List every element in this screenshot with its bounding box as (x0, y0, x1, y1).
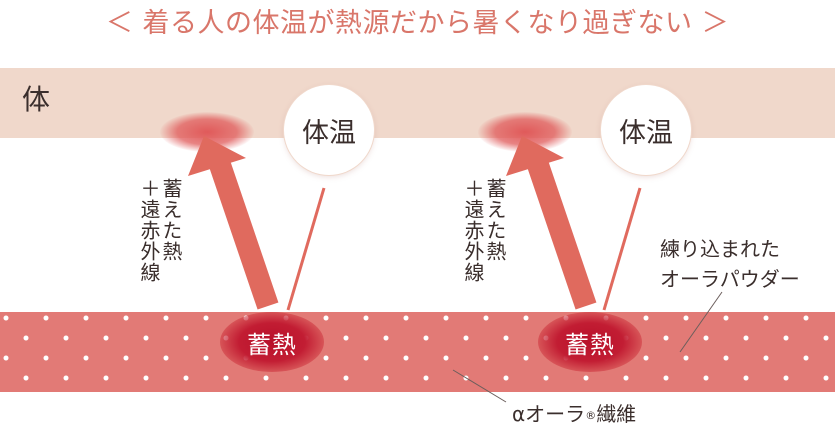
arrow-label-right: 蓄えた熱 ＋遠赤外線 (461, 178, 507, 283)
fiber-layer (0, 312, 835, 392)
body-heat-spot-left (160, 112, 254, 152)
fiber-suffix: 繊維 (596, 402, 637, 426)
arrow-label-line-1: 蓄えた熱 (483, 178, 507, 262)
body-temp-circle-right: 体温 (601, 85, 691, 175)
aura-powder-callout-line-1: 練り込まれた (660, 237, 780, 261)
aura-powder-callout: 練り込まれた オーラパウダー (660, 234, 800, 294)
aura-powder-callout-line-2: オーラパウダー (660, 267, 800, 291)
body-layer (0, 68, 835, 138)
body-temp-line-left (286, 187, 326, 311)
heat-storage-badge-left: 蓄熱 (220, 312, 324, 372)
arrow-label-line-1: 蓄えた熱 (159, 178, 183, 262)
diagram-heading: ＜ 着る人の体温が熱源だから暑くなり過ぎない ＞ (105, 8, 730, 39)
body-temp-circle-left: 体温 (284, 85, 374, 175)
body-temp-line-right (602, 187, 642, 311)
body-heat-spot-right (478, 112, 572, 152)
heat-return-arrow-shaft-left (208, 158, 279, 310)
arrow-label-line-2: ＋遠赤外線 (461, 178, 485, 283)
fiber-name: αオーラ (512, 402, 586, 426)
registered-mark: ® (585, 409, 597, 422)
heat-return-arrow-shaft-right (526, 158, 597, 310)
body-label: 体 (22, 83, 51, 116)
arrow-label-left: 蓄えた熱 ＋遠赤外線 (137, 178, 183, 283)
alpha-aura-fiber-callout: αオーラ®繊維 (512, 398, 636, 427)
heat-storage-badge-right: 蓄熱 (538, 312, 642, 372)
arrow-label-line-2: ＋遠赤外線 (137, 178, 161, 283)
